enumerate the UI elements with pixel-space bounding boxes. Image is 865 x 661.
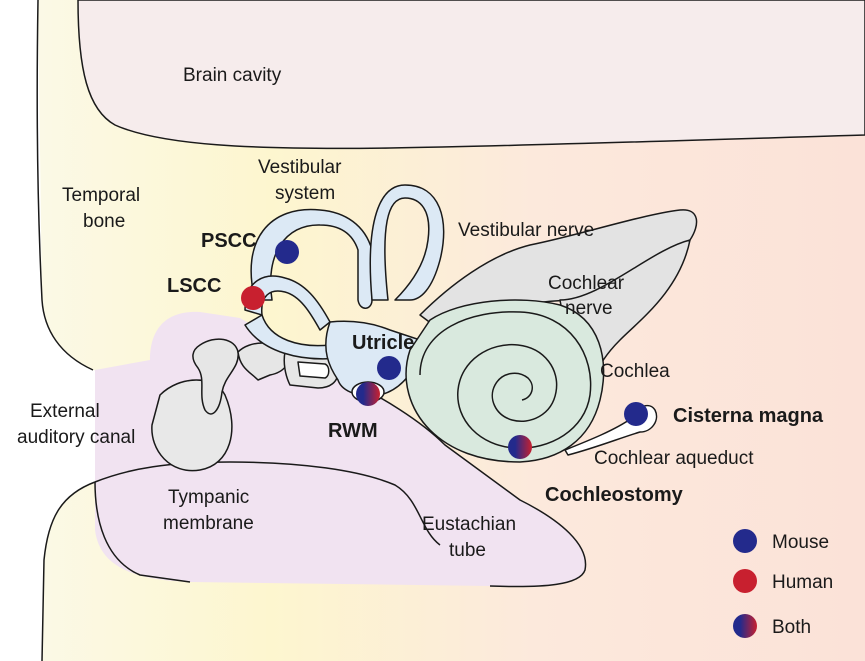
utricle-marker[interactable] bbox=[377, 356, 401, 380]
label-cochleostomy: Cochleostomy bbox=[545, 484, 684, 506]
malleus bbox=[192, 338, 239, 415]
label-tympanic-membrane-2: membrane bbox=[163, 513, 254, 534]
label-cochlea: Cochlea bbox=[600, 361, 670, 382]
legend-human-label: Human bbox=[772, 572, 833, 593]
cisterna-magna-marker[interactable] bbox=[624, 402, 648, 426]
label-external-auditory-canal-2: auditory canal bbox=[17, 427, 135, 448]
cochleostomy-marker[interactable] bbox=[508, 435, 532, 459]
label-vestibular-nerve: Vestibular nerve bbox=[458, 220, 594, 241]
cochlea-spiral bbox=[419, 311, 592, 449]
label-vestibular-system-1: Vestibular bbox=[258, 157, 342, 178]
external-body-region bbox=[42, 482, 95, 661]
label-brain-cavity: Brain cavity bbox=[183, 65, 282, 86]
legend: Mouse Human Both bbox=[733, 529, 833, 638]
label-cochlear-aqueduct: Cochlear aqueduct bbox=[594, 448, 754, 469]
legend-mouse-label: Mouse bbox=[772, 532, 829, 553]
label-temporal-bone-2: bone bbox=[83, 211, 125, 232]
label-cochlear-nerve-2: nerve bbox=[565, 298, 613, 319]
label-cochlear-nerve-1: Cochlear bbox=[548, 273, 625, 294]
label-cisterna-magna: Cisterna magna bbox=[673, 405, 824, 427]
rwm-marker[interactable] bbox=[356, 382, 380, 406]
legend-human-swatch bbox=[733, 569, 757, 593]
tympanic-membrane-outline bbox=[94, 461, 441, 546]
label-lscc: LSCC bbox=[167, 275, 221, 297]
label-temporal-bone-1: Temporal bbox=[62, 185, 140, 206]
label-eustachian-tube-2: tube bbox=[449, 540, 486, 561]
label-pscc: PSCC bbox=[201, 230, 257, 252]
label-tympanic-membrane-1: Tympanic bbox=[168, 487, 249, 508]
brain-cavity-region bbox=[77, 0, 865, 150]
legend-mouse-swatch bbox=[733, 529, 757, 553]
pscc-marker[interactable] bbox=[275, 240, 299, 264]
cochlea bbox=[405, 299, 605, 463]
lscc-marker[interactable] bbox=[241, 286, 265, 310]
legend-both-label: Both bbox=[772, 617, 811, 638]
label-vestibular-system-2: system bbox=[275, 183, 335, 204]
label-eustachian-tube-1: Eustachian bbox=[422, 514, 516, 535]
label-rwm: RWM bbox=[328, 420, 378, 442]
legend-both-swatch bbox=[733, 614, 757, 638]
label-external-auditory-canal-1: External bbox=[30, 401, 100, 422]
label-utricle: Utricle bbox=[352, 332, 414, 354]
